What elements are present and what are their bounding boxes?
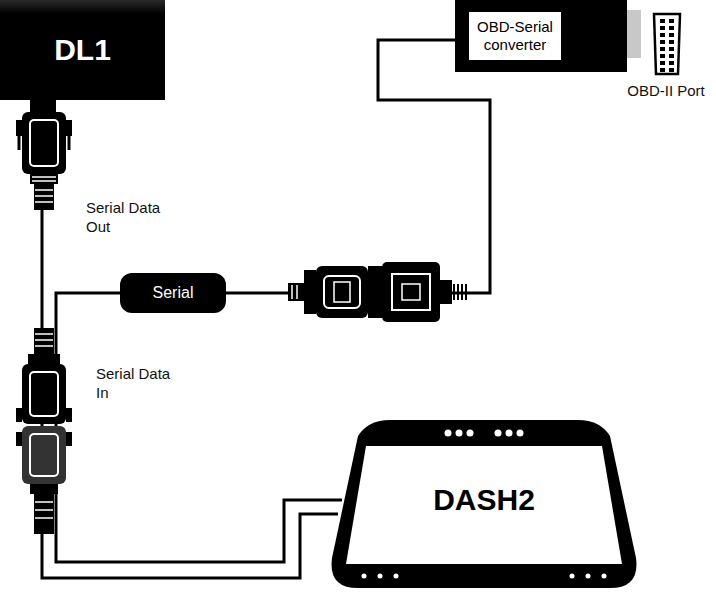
node-label: DASH2	[433, 482, 535, 518]
db-connector	[16, 100, 72, 210]
logger-box: DL1	[0, 0, 165, 100]
dash-display: DASH2	[328, 418, 640, 590]
obd-plug	[627, 10, 641, 58]
cable-label: Serial Data Out	[86, 198, 166, 236]
node-label: OBD-Serial converter	[469, 12, 561, 60]
cable	[42, 100, 338, 578]
node-label: Serial	[153, 283, 194, 302]
converter-box: OBD-Serial converter	[455, 0, 627, 72]
cable	[56, 293, 342, 562]
db-connector	[16, 328, 72, 534]
serial-dongle: Serial	[120, 273, 226, 313]
node-label: DL1	[54, 32, 111, 68]
db9-connector-pair	[288, 262, 466, 322]
cable	[226, 40, 490, 293]
cable-label: Serial Data In	[96, 364, 176, 402]
node-label: OBD-II Port	[627, 82, 705, 100]
obd-port: OBD-II Port	[618, 10, 714, 100]
